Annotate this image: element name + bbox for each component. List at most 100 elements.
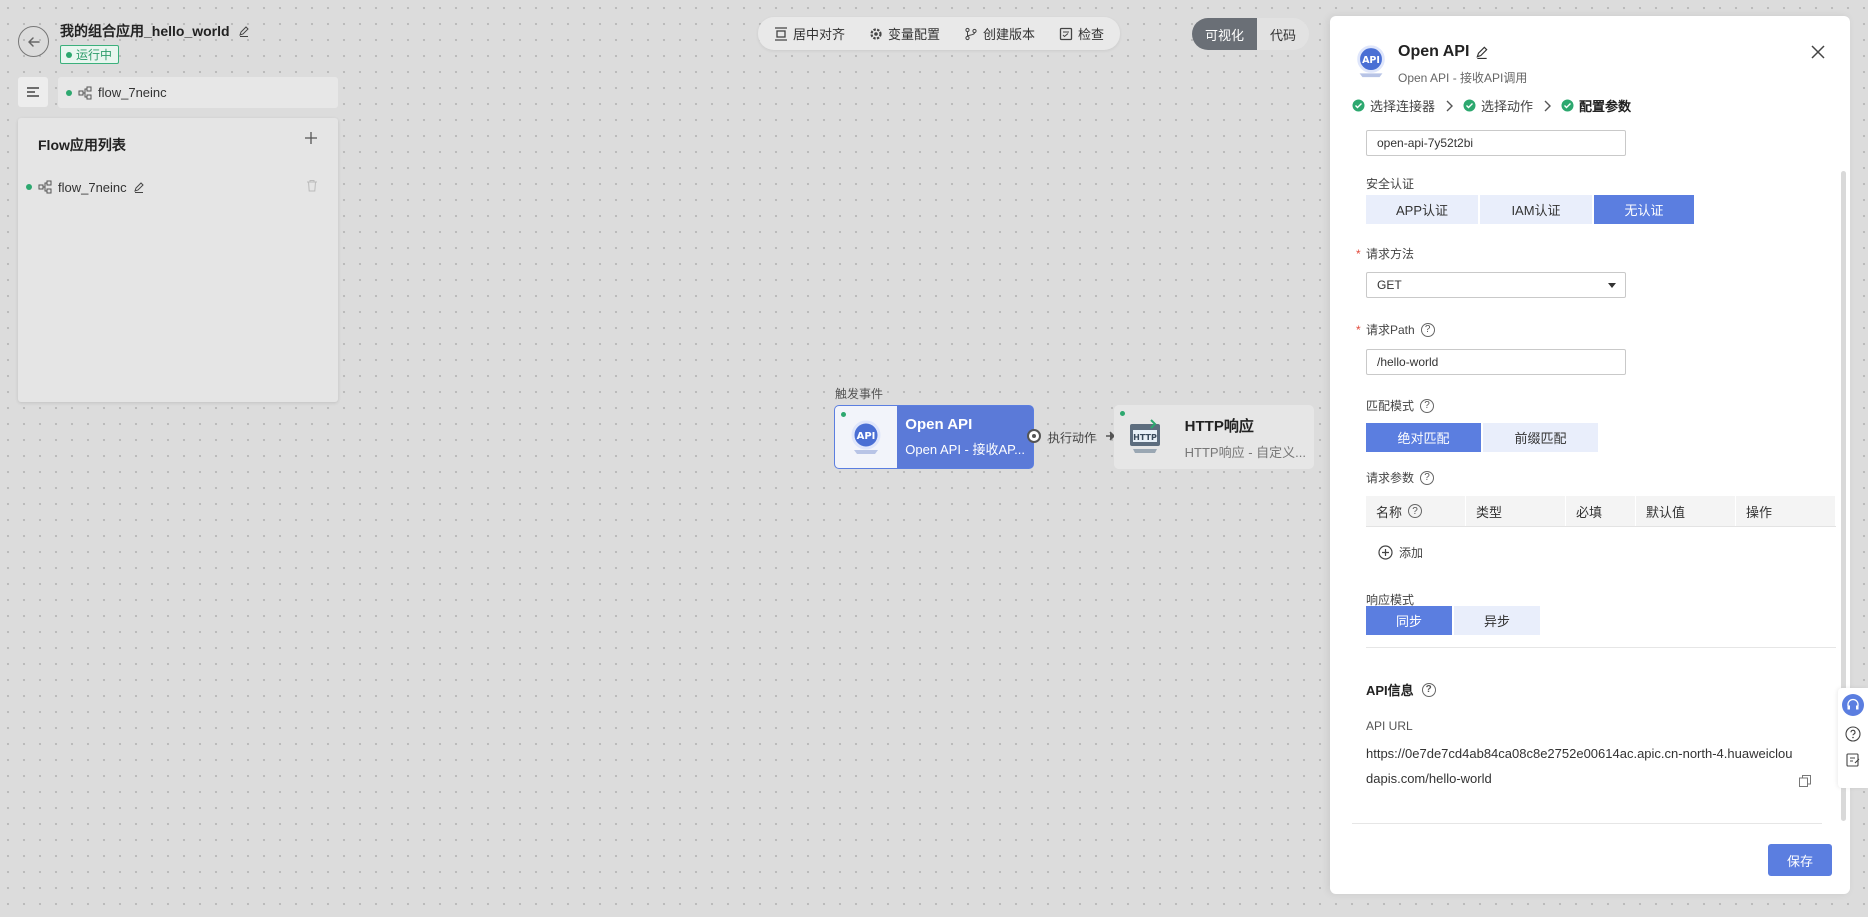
flow-status-dot	[66, 89, 72, 96]
flow-item-label: flow_7neinc	[58, 179, 127, 195]
edit-icon[interactable]	[238, 25, 250, 37]
match-label: 匹配模式 ?	[1366, 397, 1435, 414]
canvas-toolbar: 居中对齐 变量配置 创建版本 检查	[758, 17, 1121, 50]
menu-icon	[27, 87, 39, 97]
step-configure-params[interactable]: 配置参数	[1561, 96, 1631, 115]
variables-button[interactable]: 变量配置	[869, 24, 940, 43]
auth-option-app[interactable]: APP认证	[1366, 195, 1478, 224]
check-circle-icon	[1463, 99, 1476, 112]
edit-icon[interactable]	[1475, 45, 1489, 59]
column-name-label: 名称	[1376, 504, 1403, 520]
step-label: 选择动作	[1481, 99, 1534, 114]
flow-list-toggle-button[interactable]	[18, 77, 48, 107]
http-icon: HTTP	[1130, 419, 1161, 453]
center-align-button[interactable]: 居中对齐	[774, 24, 845, 43]
flow-list-panel: Flow应用列表 flow_7neinc	[18, 118, 338, 402]
feedback-button[interactable]	[1845, 752, 1861, 768]
flow-tab[interactable]: flow_7neinc	[58, 77, 338, 108]
check-button[interactable]: 检查	[1059, 24, 1104, 43]
match-label-text: 匹配模式	[1366, 399, 1415, 413]
add-param-button[interactable]: 添加	[1378, 544, 1423, 561]
panel-title: Open API	[1398, 43, 1489, 61]
save-button[interactable]: 保存	[1768, 844, 1832, 876]
connector-arrow[interactable]	[1026, 426, 1118, 446]
app-title-text: 我的组合应用_hello_world	[60, 23, 230, 39]
check-circle-icon	[1561, 99, 1574, 112]
method-select[interactable]: GET	[1366, 272, 1626, 298]
trigger-label: 触发事件	[835, 387, 884, 401]
path-input-value: /hello-world	[1377, 355, 1439, 369]
node-status-dot	[841, 412, 846, 417]
config-panel: API Open API Open API - 接收API调用 选择连接器 选择…	[1330, 16, 1850, 894]
response-option-async[interactable]: 异步	[1454, 606, 1540, 635]
match-option-exact[interactable]: 绝对匹配	[1366, 423, 1481, 452]
back-button[interactable]	[18, 26, 49, 57]
edit-icon[interactable]	[133, 181, 145, 193]
panel-scrollbar[interactable]	[1841, 171, 1846, 821]
path-label-text: 请求Path	[1366, 323, 1415, 337]
footer-divider	[1352, 823, 1822, 824]
column-actions: 操作	[1736, 496, 1836, 526]
flow-icon	[38, 180, 52, 194]
add-flow-button[interactable]	[304, 131, 318, 145]
connector-label: 执行动作	[1048, 431, 1097, 445]
node-http-response[interactable]: HTTP HTTP响应 HTTP响应 - 自定义...	[1114, 405, 1314, 469]
column-type: 类型	[1466, 496, 1566, 526]
name-input[interactable]: open-api-7y52t2bi	[1366, 130, 1626, 156]
column-required: 必填	[1566, 496, 1636, 526]
method-label: * 请求方法	[1356, 245, 1414, 262]
help-icon[interactable]: ?	[1420, 322, 1435, 337]
params-table-header: 名称 ? 类型 必填 默认值 操作	[1366, 496, 1836, 527]
step-select-action[interactable]: 选择动作	[1463, 96, 1533, 115]
headset-icon	[1847, 698, 1859, 710]
chevron-right-icon	[1446, 100, 1454, 111]
api-url-label: API URL	[1366, 719, 1413, 733]
svg-text:API: API	[1362, 55, 1380, 66]
match-segmented: 绝对匹配 前缀匹配	[1366, 423, 1598, 452]
step-label: 选择连接器	[1370, 99, 1436, 114]
caret-down-icon	[1608, 283, 1616, 288]
match-option-prefix[interactable]: 前缀匹配	[1483, 423, 1598, 452]
path-input[interactable]: /hello-world	[1366, 349, 1626, 375]
auth-option-iam[interactable]: IAM认证	[1480, 195, 1592, 224]
help-icon[interactable]: ?	[1420, 470, 1435, 485]
section-divider	[1366, 647, 1836, 648]
create-version-button[interactable]: 创建版本	[964, 24, 1035, 43]
auth-option-none[interactable]: 无认证	[1594, 195, 1694, 224]
arrow-left-icon	[27, 36, 40, 47]
response-option-sync[interactable]: 同步	[1366, 606, 1452, 635]
flow-tab-label: flow_7neinc	[98, 85, 167, 100]
step-select-connector[interactable]: 选择连接器	[1352, 96, 1435, 115]
help-icon[interactable]: ?	[1421, 682, 1436, 697]
trash-icon[interactable]	[306, 179, 318, 192]
gear-icon	[870, 27, 882, 40]
variables-label: 变量配置	[888, 27, 941, 42]
api-info-title-text: API信息	[1366, 683, 1414, 698]
close-button[interactable]	[1810, 44, 1826, 60]
copy-icon	[1799, 775, 1811, 787]
response-mode-label-text: 响应模式	[1366, 593, 1415, 607]
add-param-label: 添加	[1399, 546, 1424, 560]
api-url-value: https://0e7de7cd4ab84ca08c8e2752e00614ac…	[1366, 746, 1793, 786]
help-button[interactable]	[1845, 726, 1861, 742]
plus-icon	[305, 132, 317, 144]
customer-service-button[interactable]	[1842, 694, 1864, 716]
node-name: Open API	[905, 416, 973, 433]
branch-icon	[965, 27, 977, 40]
flow-icon	[78, 86, 92, 99]
node-status-dot	[1120, 411, 1125, 416]
node-body: Open API Open API - 接收AP...	[897, 406, 1033, 468]
help-icon[interactable]: ?	[1420, 398, 1435, 413]
flow-list-item[interactable]: flow_7neinc	[26, 178, 330, 196]
help-icon[interactable]: ?	[1408, 504, 1423, 518]
code-view-tab[interactable]: 代码	[1270, 27, 1297, 43]
align-center-icon	[775, 26, 787, 41]
name-input-value: open-api-7y52t2bi	[1377, 136, 1474, 150]
status-dot	[66, 51, 72, 58]
visual-view-tab[interactable]: 可视化	[1192, 18, 1258, 50]
copy-button[interactable]	[1798, 774, 1812, 788]
node-name: HTTP响应	[1184, 418, 1254, 435]
node-open-api[interactable]: API Open API Open API - 接收AP...	[834, 405, 1034, 469]
plus-circle-icon	[1378, 545, 1393, 560]
check-label: 检查	[1078, 27, 1105, 42]
